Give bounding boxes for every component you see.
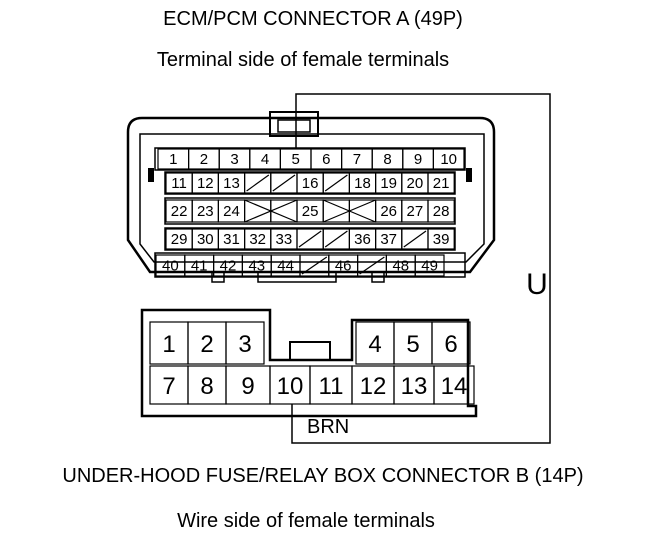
terminal-number: 22 [171,203,188,220]
terminal-cell [414,254,445,277]
blank-terminal-mark [301,256,328,275]
terminal-number: 8 [200,373,213,400]
terminal-number: 43 [248,258,265,275]
connector-symbol: U [526,268,548,301]
terminal-number: 7 [162,373,175,400]
terminal-number: 6 [444,331,457,358]
terminal-cell [427,199,455,223]
terminal-cell [244,199,272,223]
terminal-cell [225,321,265,365]
terminal-number: 25 [302,203,319,220]
terminal-cell [322,199,351,223]
terminal-number: 19 [380,175,397,192]
terminal-number: 7 [353,151,361,168]
terminal-number: 5 [406,331,419,358]
terminal-cell [348,199,377,223]
terminal-number: 27 [407,203,424,220]
blank-terminal-mark [403,230,427,248]
terminal-number: 41 [191,258,208,275]
blank-terminal-mark [324,174,348,192]
terminal-number: 10 [440,151,457,168]
terminal-number: 26 [380,203,397,220]
terminal-number: 13 [401,373,428,400]
terminal-number: 5 [292,151,300,168]
blank-terminal-mark [322,199,376,223]
terminal-number: 40 [162,258,179,275]
connector-b-latch [289,341,331,361]
terminal-number: 39 [433,231,450,248]
terminal-number: 36 [354,231,371,248]
terminal-cell [270,199,298,223]
terminal-number: 6 [322,151,330,168]
wire-color-label: BRN [307,416,349,438]
terminal-number: 32 [249,231,266,248]
terminal-number: 49 [421,258,438,275]
terminal-number: 33 [276,231,293,248]
terminal-number: 24 [223,203,240,220]
terminal-number: 12 [360,373,387,400]
terminal-cell [432,148,465,170]
terminal-number: 13 [223,175,240,192]
connector-b-subtitle: Wire side of female terminals [177,510,435,532]
terminal-number: 21 [433,175,450,192]
blank-terminal-mark [244,199,298,223]
terminal-number: 37 [380,231,397,248]
terminal-number: 12 [197,175,214,192]
terminal-number: 9 [241,373,254,400]
terminal-number: 14 [441,373,468,400]
terminal-number: 4 [261,151,269,168]
blank-terminal-mark [272,174,296,192]
connector-a-latch [269,111,319,137]
terminal-number: 16 [302,175,319,192]
terminal-number: 20 [407,175,424,192]
terminal-number: 4 [368,331,381,358]
terminal-number: 3 [230,151,238,168]
terminal-number: 28 [433,203,450,220]
terminal-number: 11 [171,175,187,192]
terminal-number: 2 [200,331,213,358]
terminal-number: 10 [277,373,304,400]
terminal-number: 48 [392,258,409,275]
terminal-number: 31 [223,231,240,248]
connector-b-title: UNDER-HOOD FUSE/RELAY BOX CONNECTOR B (1… [62,465,583,487]
terminal-number: 2 [200,151,208,168]
blank-terminal-mark [246,174,270,192]
terminal-number: 9 [414,151,422,168]
terminal-cell [433,365,475,405]
terminal-number: 1 [169,151,177,168]
terminal-number: 8 [383,151,391,168]
blank-terminal-mark [359,256,385,275]
terminal-number: 42 [220,258,237,275]
blank-terminal-mark [324,230,348,248]
terminal-number: 46 [335,258,352,275]
brn-wire: BRN U [291,93,551,444]
terminal-number: 30 [197,231,214,248]
terminal-number: 18 [354,175,371,192]
terminal-cell [427,172,455,194]
connector-a-title: ECM/PCM CONNECTOR A (49P) [163,8,463,30]
blank-terminal-mark [298,230,322,248]
terminal-number: 29 [171,231,188,248]
terminal-number: 11 [319,373,344,400]
terminal-number: 23 [197,203,214,220]
terminal-number: 1 [162,331,175,358]
connector-a-subtitle: Terminal side of female terminals [157,49,449,71]
terminal-cell [427,228,455,250]
terminal-number: 44 [277,258,294,275]
terminal-cell [431,321,471,365]
terminal-number: 3 [238,331,251,358]
